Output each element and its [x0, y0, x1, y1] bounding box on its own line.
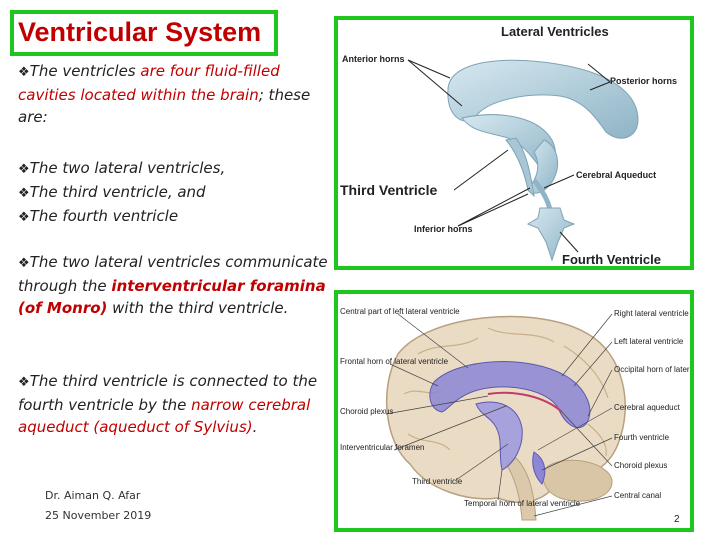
- left-label: Frontal horn of lateral ventricle: [340, 357, 449, 366]
- brain-diagram: Central part of left lateral ventricle F…: [340, 307, 690, 525]
- brain-ventricles-figure: Central part of left lateral ventricle F…: [334, 290, 694, 532]
- right-label: Choroid plexus: [614, 461, 667, 470]
- lateral-ventricle-shape: [429, 361, 591, 429]
- third-ventricle-shape: [505, 137, 535, 198]
- label-anterior-horns: Anterior horns: [342, 54, 405, 64]
- left-label: Interventricular foramen: [340, 443, 424, 452]
- lateral-ventricles-figure: Lateral Ventricles Anterior horns Poster…: [334, 16, 694, 270]
- author: Dr. Aiman Q. Afar: [45, 489, 141, 502]
- bullet-diamond-icon: ❖: [18, 210, 30, 225]
- date: 25 November 2019: [45, 509, 152, 522]
- fourth-ventricle-shape: [526, 207, 576, 262]
- label-third-ventricle: Third Ventricle: [340, 182, 437, 198]
- leader-lines: [385, 313, 613, 517]
- bullet-diamond-icon: ❖: [18, 162, 30, 177]
- figure-title: Lateral Ventricles: [501, 24, 609, 39]
- bullet-diamond-icon: ❖: [18, 65, 30, 80]
- cerebellum-shape: [542, 459, 613, 502]
- ventricles-diagram: Lateral Ventricles Anterior horns Poster…: [340, 24, 677, 266]
- ventricle-list: ❖The two lateral ventricles, ❖The third …: [18, 157, 336, 229]
- brainstem-shape: [505, 457, 537, 521]
- right-label: Central canal: [614, 491, 661, 500]
- bullet-diamond-icon: ❖: [18, 186, 30, 201]
- leader-lines: [407, 59, 611, 253]
- fourth-ventricle-shape: [532, 451, 546, 485]
- aqueduct-shape: [532, 178, 553, 211]
- communication-paragraph: ❖The two lateral ventricles communicate …: [18, 253, 328, 317]
- list-item: ❖The fourth ventricle: [18, 207, 179, 225]
- slide-title: Ventricular System: [18, 17, 262, 47]
- left-label: Choroid plexus: [340, 407, 393, 416]
- bullet-diamond-icon: ❖: [18, 256, 30, 271]
- right-label: Occipital horn of lateral ventricle: [614, 365, 690, 374]
- right-label: Cerebral aqueduct: [614, 403, 681, 412]
- aqueduct-paragraph: ❖The third ventricle is connected to the…: [18, 372, 318, 436]
- temporal-horn-shape: [475, 401, 523, 471]
- right-label: Left lateral ventricle: [614, 337, 684, 346]
- right-label: Right lateral ventricle: [614, 309, 689, 318]
- left-label: Third ventricle: [412, 477, 463, 486]
- right-label: Fourth ventricle: [614, 433, 670, 442]
- list-item: ❖The third ventricle, and: [18, 183, 206, 201]
- label-fourth-ventricle: Fourth Ventricle: [562, 252, 661, 266]
- bullet-diamond-icon: ❖: [18, 375, 30, 390]
- list-item: ❖The two lateral ventricles,: [18, 159, 226, 177]
- label-inferior-horns: Inferior horns: [414, 224, 473, 234]
- left-label: Temporal horn of lateral ventricle: [464, 499, 581, 508]
- left-label: Central part of left lateral ventricle: [340, 307, 460, 316]
- page-number: 2: [674, 514, 680, 525]
- intro-paragraph: ❖The ventricles are four fluid-filled ca…: [18, 62, 311, 126]
- title-frame: [10, 10, 278, 56]
- label-posterior-horns: Posterior horns: [610, 76, 677, 86]
- choroid-plexus-shape: [487, 391, 563, 413]
- label-cerebral-aqueduct: Cerebral Aqueduct: [576, 170, 656, 180]
